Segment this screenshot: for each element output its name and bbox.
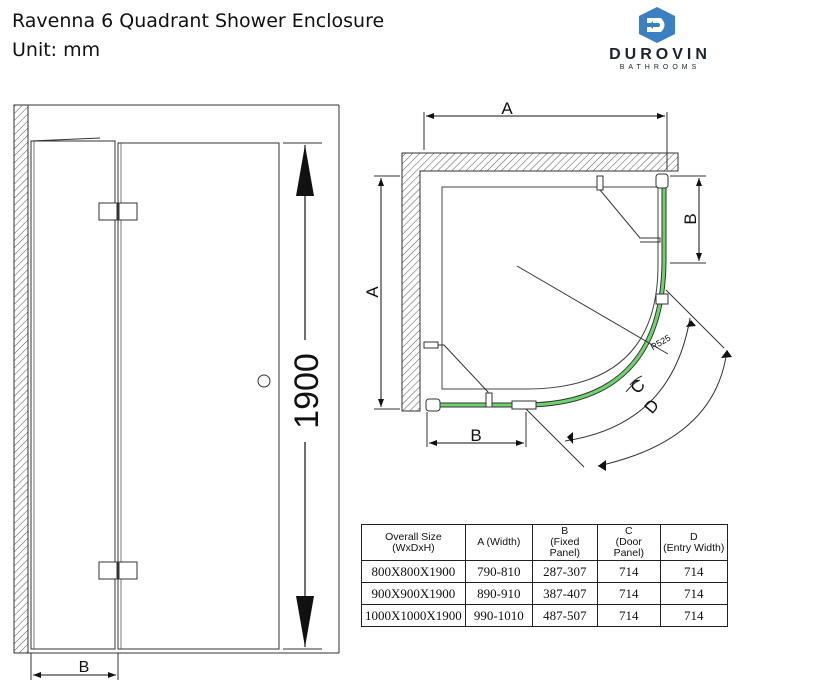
brand-logo: DUROVIN BATHROOMS [595, 6, 725, 72]
brand-subtitle: BATHROOMS [619, 64, 701, 71]
hinge-top-left [98, 202, 118, 221]
table-cell: 714 [596, 604, 661, 627]
table-cell: 487-507 [531, 604, 598, 627]
table-row: 1000X1000X1900 990-1010 487-507 714 714 [361, 604, 728, 627]
front-width-label: B [79, 659, 90, 676]
table-cell: 990-1010 [464, 604, 533, 627]
table-cell: 890-910 [464, 582, 533, 605]
plan-label-a-side: A [363, 286, 382, 298]
table-cell: 714 [659, 582, 728, 605]
table-cell: 387-407 [531, 582, 598, 605]
table-cell: 714 [659, 560, 728, 583]
plan-wall [401, 152, 679, 412]
hinge-bottom-left [98, 561, 118, 580]
table-row: 800X800X1900 790-810 287-307 714 714 [361, 560, 728, 583]
table-cell: 714 [596, 582, 661, 605]
plan-label-d: D [641, 396, 663, 418]
table-cell: 790-810 [464, 560, 533, 583]
unit-label: Unit: mm [12, 39, 101, 61]
table-header-row: Overall Size (WxDxH) A (Width) B (Fixed … [361, 524, 728, 561]
hinge-bottom-right [118, 561, 138, 580]
page-title: Ravenna 6 Quadrant Shower Enclosure [12, 10, 385, 32]
col-b-fixed-panel: B (Fixed Panel) [531, 524, 598, 561]
plan-view: A A B B C D R525 [363, 99, 732, 471]
hinge-top-right [118, 202, 138, 221]
size-spec-table: Overall Size (WxDxH) A (Width) B (Fixed … [361, 524, 728, 627]
brand-name: DUROVIN [609, 46, 711, 63]
fixed-panel [30, 140, 116, 650]
door-panel [117, 142, 280, 650]
door-handle [257, 374, 271, 388]
plan-label-a-top: A [501, 99, 513, 118]
col-d-entry-width: D (Entry Width) [659, 524, 728, 561]
front-wall [13, 104, 29, 654]
table-cell: 900X900X1900 [361, 582, 466, 605]
plan-label-b-side: B [681, 213, 700, 224]
plan-label-c: C [627, 376, 649, 398]
table-cell: 287-307 [531, 560, 598, 583]
durovin-logo-icon [639, 7, 675, 43]
col-a-width: A (Width) [464, 524, 533, 561]
table-cell: 1000X1000X1900 [361, 604, 466, 627]
table-cell: 800X800X1900 [361, 560, 466, 583]
plan-label-b-bottom: B [470, 426, 481, 445]
col-c-door-panel: C (Door Panel) [596, 524, 661, 561]
glass-panels [428, 180, 666, 407]
table-cell: 714 [659, 604, 728, 627]
height-dimension-label: 1900 [288, 353, 326, 429]
col-overall-size: Overall Size (WxDxH) [361, 524, 466, 561]
front-view: 1900 B [13, 104, 340, 680]
table-cell: 714 [596, 560, 661, 583]
shower-tray [441, 186, 659, 390]
table-row: 900X900X1900 890-910 387-407 714 714 [361, 582, 728, 605]
